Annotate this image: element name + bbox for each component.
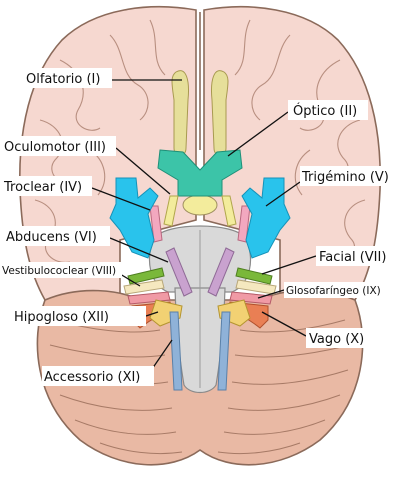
accessory-nerve-right (217, 311, 231, 391)
olfactory-nerve-right (211, 70, 229, 156)
oculomotor-nerve-right (221, 195, 237, 227)
leader-trigeminal (265, 181, 301, 207)
olfactory-nerve-left (171, 70, 189, 156)
label-trigeminal: Trigémino (V) (301, 170, 389, 185)
leader-lines (91, 79, 317, 373)
facial-nerve-left (127, 267, 165, 285)
label-vagus: Vago (X) (309, 332, 364, 347)
label-hypoglossal: Hipogloso (XII) (14, 310, 109, 325)
label-vestibulocochlear: Vestibulococlear (VIII) (2, 265, 116, 277)
labels: Olfatorio (I) Óptico (II) Oculomotor (II… (0, 68, 398, 386)
accessory-nerve-left (169, 311, 183, 391)
label-glossopharyngeal: Glosofaríngeo (IX) (286, 285, 381, 297)
leader-hypoglossal (145, 311, 159, 317)
trochlear-nerve-left (149, 205, 163, 243)
facial-nerve-right (235, 267, 273, 285)
abducens-nerve-right (207, 247, 235, 297)
abducens-nerve-left (165, 247, 193, 297)
vestibulocochlear-nerve-left (123, 279, 165, 295)
brainstem (148, 194, 252, 394)
leader-trochlear (91, 187, 151, 211)
optic-chiasm (157, 149, 243, 197)
leader-vagus (261, 311, 307, 337)
label-olfactory: Olfatorio (I) (26, 72, 100, 87)
leader-oculomotor (115, 147, 171, 195)
vestibulocochlear-nerve-right (235, 279, 277, 295)
label-facial: Facial (VII) (319, 250, 386, 265)
mammillary-body (182, 194, 218, 216)
leader-facial (261, 255, 317, 275)
leader-vestibulocochlear (119, 273, 141, 287)
leader-optic (227, 111, 289, 157)
label-trochlear: Troclear (IV) (3, 180, 82, 195)
label-oculomotor: Oculomotor (III) (4, 140, 106, 155)
cranial-nerves (109, 70, 291, 391)
oculomotor-nerve-left (163, 195, 179, 227)
label-optic: Óptico (II) (293, 103, 357, 119)
leader-glossopharyngeal (257, 289, 285, 299)
label-abducens: Abducens (VI) (6, 230, 97, 245)
label-accessory: Accessorio (XI) (44, 370, 140, 385)
trigeminal-nerve-left (109, 177, 159, 259)
leader-abducens (109, 237, 169, 263)
